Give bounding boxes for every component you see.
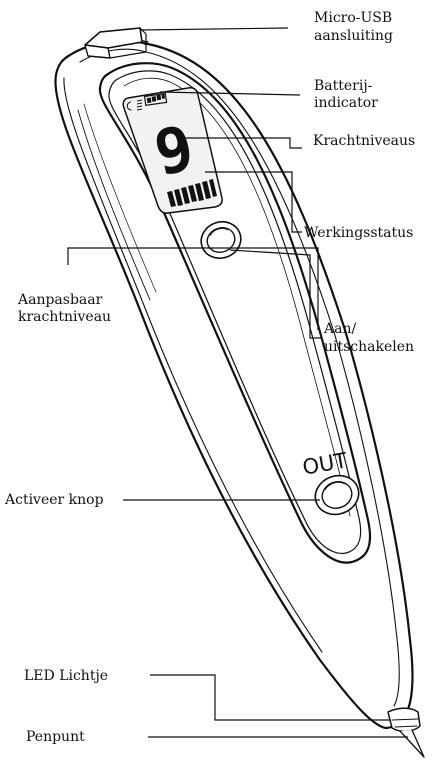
label-working-status: Werkingsstatus — [304, 225, 413, 241]
label-battery: Batterij- indicator — [314, 78, 378, 111]
label-micro-usb: Micro-USB aansluiting — [314, 10, 397, 44]
label-pen-tip: Penpunt — [26, 729, 85, 745]
leader-micro-usb — [140, 28, 288, 30]
label-activate-button: Activeer knop — [4, 492, 104, 508]
label-adjustable-power: Aanpasbaar krachtniveau — [17, 292, 111, 325]
label-power-levels: Krachtniveaus — [313, 133, 415, 149]
label-led-light: LED Lichtje — [24, 668, 108, 684]
